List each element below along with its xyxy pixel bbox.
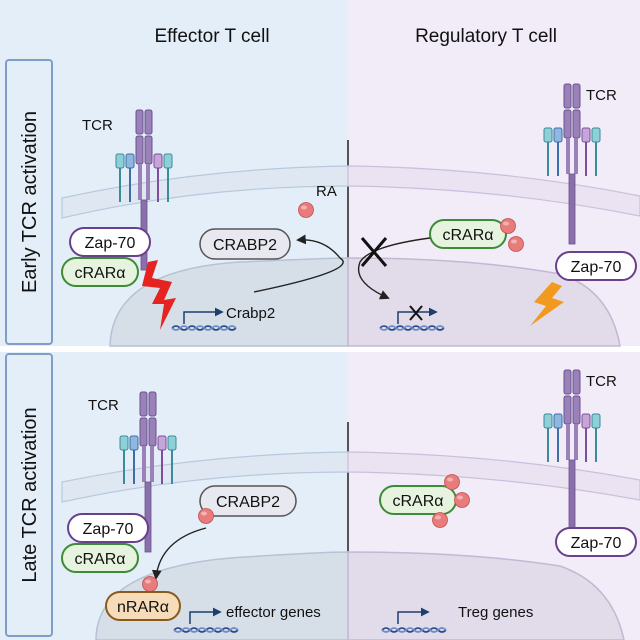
late-effector-tcr-label: TCR [88,397,119,414]
early-row-label: Early TCR activation [19,111,41,293]
early-effector-lightning-icon [142,260,176,330]
early-effector-crara-label: cRARα [74,265,125,282]
late-regulatory-zap70 [555,527,637,557]
early-effector-zap70 [69,227,151,257]
early-effector-zap70-label: Zap-70 [85,235,136,252]
late-regulatory-ra-molecule-2 [454,492,470,508]
early-regulatory-zap70 [555,251,637,281]
early-crabp2-protein-label: CRABP2 [213,237,277,254]
early-regulatory-tcr-label: TCR [586,87,617,104]
late-regulatory-nucleus [347,551,625,640]
effector-column-title: Effector T cell [154,26,269,47]
early-effector-ra-molecule [298,202,314,218]
early-regulatory-membrane [347,165,640,217]
early-regulatory-zap70-label: Zap-70 [571,259,622,276]
early-crabp2-promoter-arrow [183,307,224,324]
late-regulatory-tcr-label: TCR [586,373,617,390]
late-ra-delivery-arrow [151,527,207,580]
early-regulatory-ra-molecule-1 [500,218,516,234]
late-crabp2-protein-label: CRABP2 [216,494,280,511]
early-effector-nucleus [109,257,349,347]
late-effector-crara-label: cRARα [74,551,125,568]
late-nrara-ra-molecule [142,576,158,592]
early-row-label-box [5,59,53,345]
late-regulatory-ra-molecule-1 [444,474,460,490]
early-regulatory-crara-label: cRARα [442,227,493,244]
early-regulatory-lightning-icon [530,282,564,326]
early-regulatory-ra-molecule-2 [508,236,524,252]
early-crabp2-gene-label: Crabp2 [226,305,275,322]
late-row-label: Late TCR activation [19,407,41,582]
late-treg-genes-label: Treg genes [458,604,533,621]
early-ra-label: RA [316,183,337,200]
early-effector-crara [61,257,139,287]
early-block-x-icon [360,237,388,267]
early-regulatory-crara [429,219,507,249]
late-regulatory-ra-molecule-3 [432,512,448,528]
late-effector-crara [61,543,139,573]
late-regulatory-zap70-label: Zap-70 [571,535,622,552]
late-effector-promoter-arrow [189,607,222,624]
late-regulatory-promoter-arrow [397,607,430,624]
late-nrara-label: nRARα [117,599,169,616]
late-effector-zap70 [67,513,149,543]
early-regulatory-promoter-arrow [397,307,438,324]
late-nrara [105,591,181,621]
early-blocked-translocation-arrow [357,237,431,300]
early-crabp2-induction-arrow [253,234,344,293]
regulatory-column-title: Regulatory T cell [415,26,557,47]
early-effector-tcr-label: TCR [82,117,113,134]
late-crabp2-protein [199,485,297,517]
late-regulatory-crara-label: cRARα [392,493,443,510]
late-crabp2-ra-molecule [198,508,214,524]
early-crabp2-protein [199,228,291,260]
late-regulatory-membrane [347,451,640,501]
row-divider [0,346,640,352]
late-effector-zap70-label: Zap-70 [83,521,134,538]
late-row-label-box [5,353,53,637]
early-no-transcription-x-icon [409,305,423,321]
late-effector-genes-label: effector genes [226,604,321,621]
